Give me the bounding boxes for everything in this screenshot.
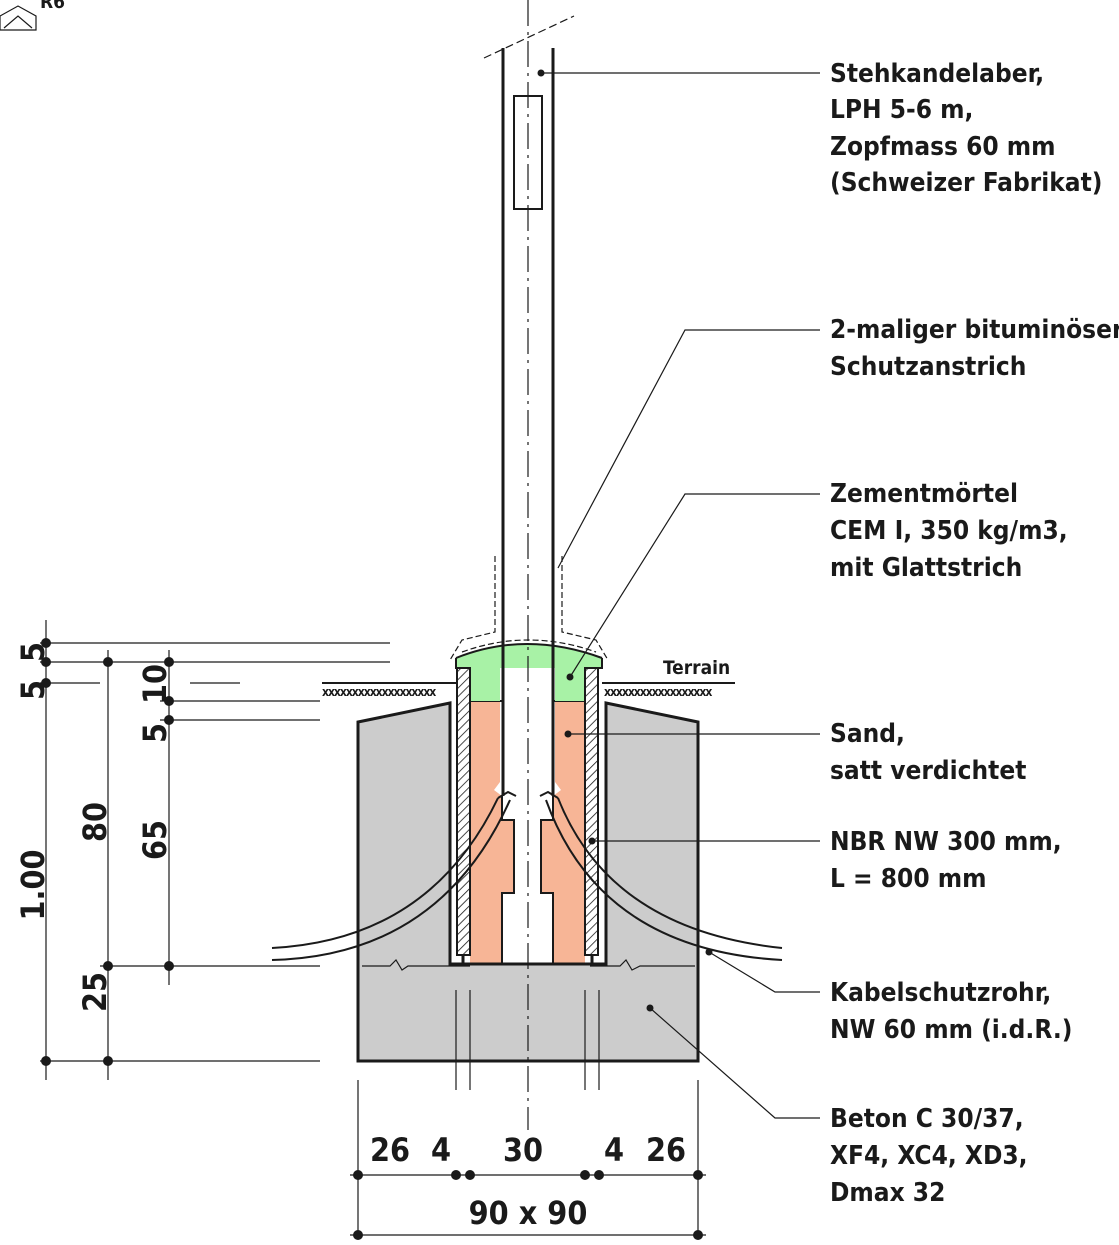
- svg-text:NW 60 mm (i.d.R.): NW 60 mm (i.d.R.): [830, 1015, 1072, 1045]
- svg-text:CEM I, 350 kg/m3,: CEM I, 350 kg/m3,: [830, 516, 1068, 546]
- dim-bottom-3: 30: [503, 1131, 543, 1169]
- svg-text:LPH 5-6 m,: LPH 5-6 m,: [830, 95, 973, 125]
- sand-fill: [541, 701, 585, 964]
- dim-left-outer-2: 5: [14, 680, 52, 700]
- dim-left-outer-1: 5: [14, 642, 52, 662]
- dim-left-inner-1: 10: [136, 664, 174, 704]
- dim-left-outer-3: 1.00: [14, 849, 52, 920]
- label-sand: Sand, satt verdichtet: [830, 719, 1026, 786]
- svg-text:Beton C 30/37,: Beton C 30/37,: [830, 1104, 1024, 1134]
- svg-text:Zopfmass 60 mm: Zopfmass 60 mm: [830, 132, 1056, 162]
- section-marker: R6: [0, 0, 65, 31]
- dim-left-mid-1: 80: [76, 802, 114, 842]
- svg-text:(Schweizer Fabrikat): (Schweizer Fabrikat): [830, 168, 1102, 198]
- nbr-sleeve-right: [584, 667, 599, 956]
- bottom-dimensions: 26 4 30 4 26 90 x 90: [350, 1131, 706, 1240]
- svg-text:2-maliger bituminöser: 2-maliger bituminöser: [830, 315, 1119, 345]
- mortar-fill: [456, 644, 602, 701]
- svg-text:mit Glattstrich: mit Glattstrich: [830, 553, 1022, 583]
- label-coating: 2-maliger bituminöser Schutzanstrich: [830, 315, 1119, 382]
- dim-bottom-4: 4: [604, 1131, 624, 1169]
- dim-bottom-5: 26: [646, 1131, 686, 1169]
- terrain-hatch: xxxxxxxxxxxxxxxxxxx: [322, 685, 436, 699]
- dim-bottom-2: 4: [431, 1131, 451, 1169]
- dim-left-inner-2: 5: [136, 723, 174, 743]
- dim-left-inner-3: 65: [136, 820, 174, 860]
- sand-fill: [470, 701, 514, 964]
- concrete-foundation: [356, 701, 700, 1063]
- label-mast: Stehkandelaber, LPH 5-6 m, Zopfmass 60 m…: [830, 59, 1102, 198]
- svg-text:Stehkandelaber,: Stehkandelaber,: [830, 59, 1044, 89]
- dim-bottom-1: 26: [370, 1131, 410, 1169]
- label-nbr: NBR NW 300 mm, L = 800 mm: [830, 827, 1062, 894]
- svg-text:XF4, XC4, XD3,: XF4, XC4, XD3,: [830, 1141, 1028, 1171]
- svg-text:Kabelschutzrohr,: Kabelschutzrohr,: [830, 978, 1051, 1008]
- svg-text:satt verdichtet: satt verdichtet: [830, 756, 1026, 786]
- terrain-hatch: xxxxxxxxxxxxxxxxxx: [604, 685, 712, 699]
- section-marker-label: R6: [40, 0, 65, 13]
- svg-text:Dmax 32: Dmax 32: [830, 1178, 945, 1208]
- svg-text:L = 800 mm: L = 800 mm: [830, 864, 987, 894]
- svg-text:Sand,: Sand,: [830, 719, 905, 749]
- leader-lines: [537, 69, 820, 1119]
- svg-text:Schutzanstrich: Schutzanstrich: [830, 352, 1026, 382]
- mast-door: [513, 95, 543, 210]
- label-concrete: Beton C 30/37, XF4, XC4, XD3, Dmax 32: [830, 1104, 1028, 1208]
- svg-text:NBR NW 300 mm,: NBR NW 300 mm,: [830, 827, 1062, 857]
- label-cable: Kabelschutzrohr, NW 60 mm (i.d.R.): [830, 978, 1072, 1045]
- label-mortar: Zementmörtel CEM I, 350 kg/m3, mit Glatt…: [830, 479, 1068, 583]
- svg-text:Zementmörtel: Zementmörtel: [830, 479, 1018, 509]
- nbr-sleeve-left: [456, 667, 471, 956]
- terrain-label: Terrain: [663, 657, 730, 679]
- dim-bottom-total: 90 x 90: [469, 1194, 588, 1232]
- dim-left-mid-2: 25: [76, 972, 114, 1012]
- left-dimensions: 5 5 1.00 80 25 10 5 65: [14, 620, 390, 1080]
